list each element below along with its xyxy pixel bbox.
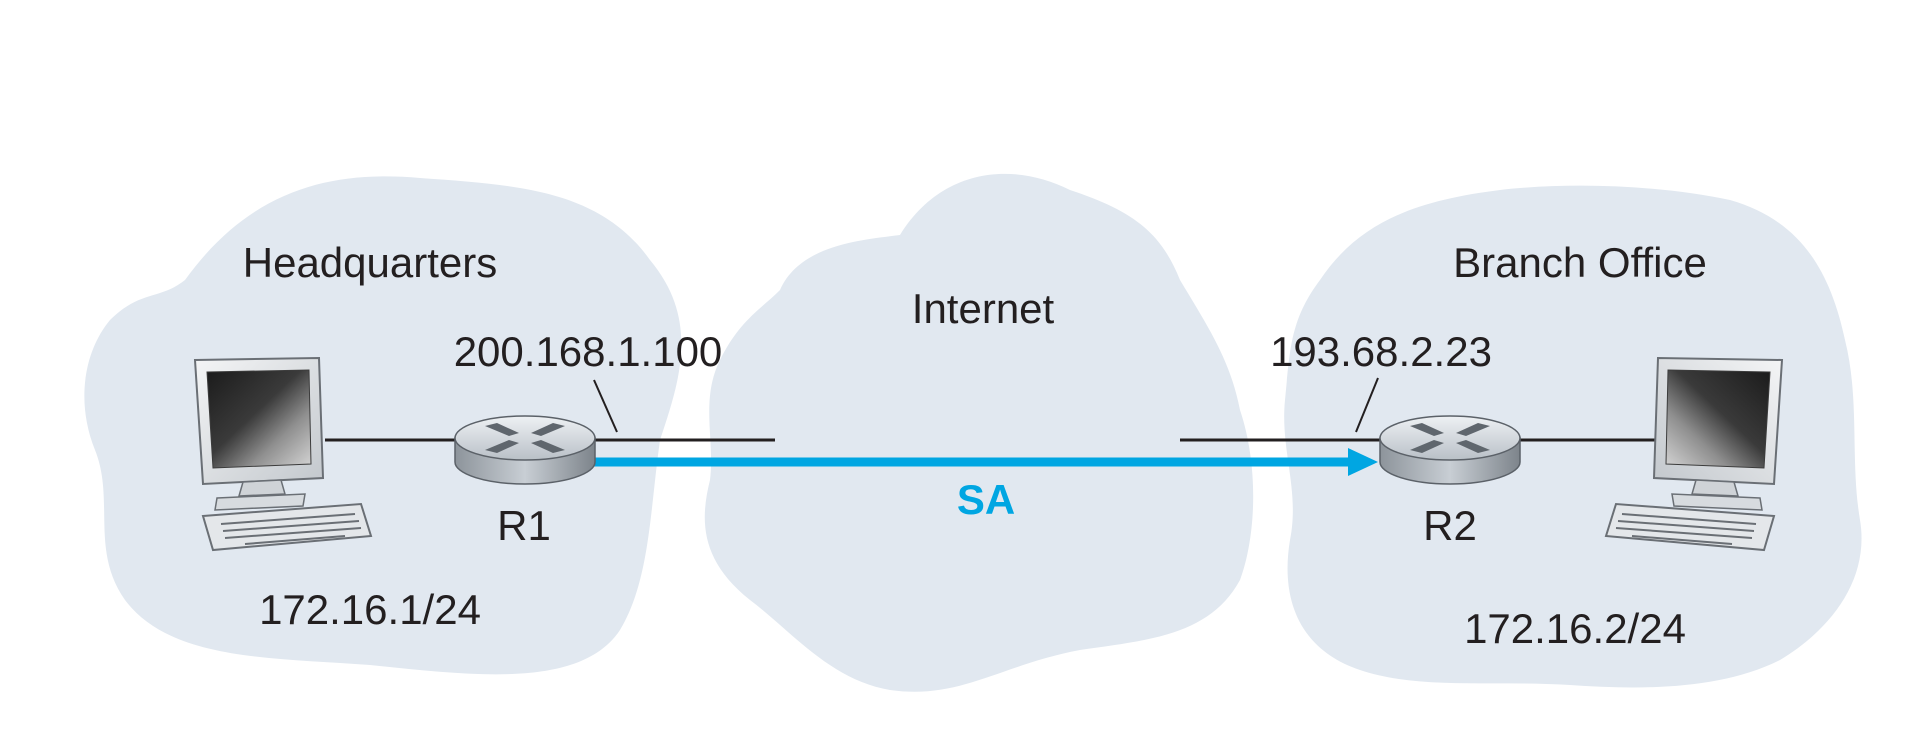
r2-ip-pointer [1355,377,1379,433]
r2-label: R2 [1423,502,1477,549]
branch-office-cloud [1284,185,1862,688]
r1-ip-pointer [593,379,618,433]
branch-subnet-label: 172.16.2/24 [1464,605,1686,652]
router-r1-icon [454,415,596,485]
sa-label: SA [957,476,1015,523]
hq-subnet-label: 172.16.1/24 [259,586,481,633]
r2-ip-label: 193.68.2.23 [1270,328,1492,375]
headquarters-cloud [84,176,682,675]
headquarters-label: Headquarters [243,239,497,286]
branch-office-label: Branch Office [1453,239,1707,286]
internet-cloud [704,173,1254,692]
internet-label: Internet [912,285,1055,332]
router-r2-icon [1379,415,1521,485]
sa-arrowhead [1348,448,1378,476]
r1-ip-label: 200.168.1.100 [454,328,723,375]
r1-label: R1 [497,502,551,549]
